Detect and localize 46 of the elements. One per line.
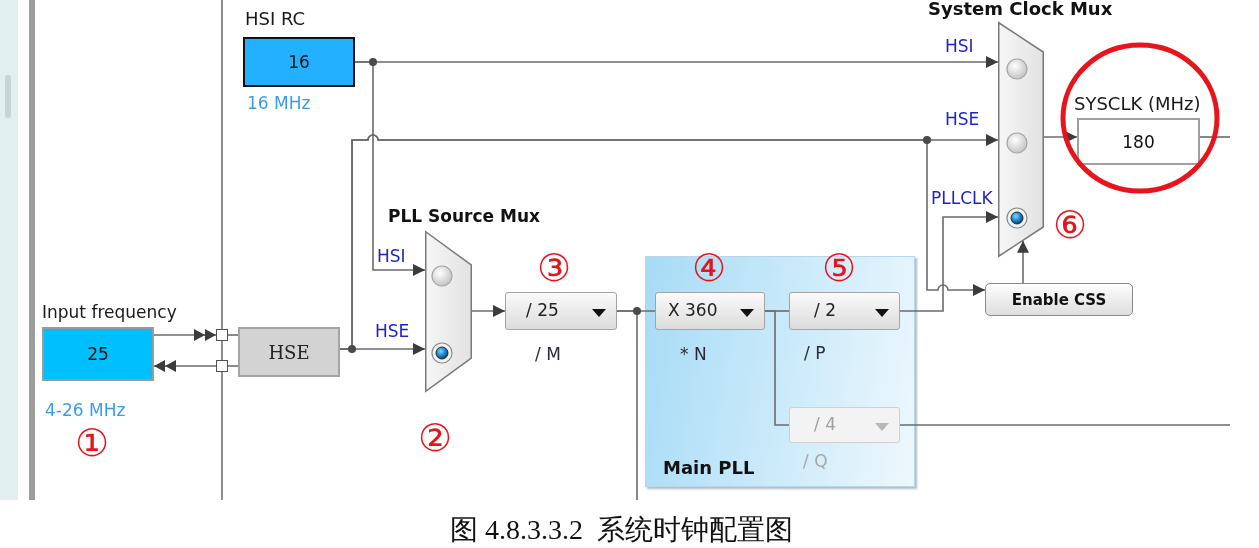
callout-number: ④ <box>692 248 726 288</box>
note-text: 4-26 MHz <box>45 400 126 420</box>
arrow <box>1043 131 1078 143</box>
connector-line <box>899 424 1231 426</box>
note-text: 16 MHz <box>247 93 311 113</box>
value-field: 180 <box>1077 118 1200 165</box>
input-field: 25 <box>42 327 154 381</box>
mux-title: PLL Source Mux <box>388 206 540 226</box>
button: Enable CSS <box>985 283 1133 316</box>
arrow <box>899 211 999 312</box>
callout-number: ⑤ <box>822 248 856 288</box>
arrow <box>354 61 426 276</box>
arrow <box>1017 239 1029 284</box>
connector-line <box>1199 136 1231 138</box>
port-square <box>216 329 228 341</box>
panel-title: Main PLL <box>663 458 755 478</box>
mux-title: System Clock Mux <box>928 0 1113 19</box>
caption: 图 4.8.3.3.2 系统时钟配置图 <box>450 514 793 546</box>
field-label: HSI RC <box>245 9 306 29</box>
callout-number: ③ <box>537 248 571 288</box>
note-text: / Q <box>803 451 828 471</box>
dropdown: X 360 <box>655 292 765 330</box>
connector-line <box>616 310 638 501</box>
arrow <box>471 305 506 317</box>
dropdown: / 2 <box>789 292 900 330</box>
callout-number: ① <box>75 423 109 463</box>
connector-line <box>764 310 790 426</box>
edge-label: HSE <box>945 109 980 129</box>
connector-line <box>227 365 239 367</box>
edge-label: HSI <box>377 246 406 266</box>
dropdown: / 25 <box>505 292 617 330</box>
field-label: Input frequency <box>42 302 177 322</box>
port-square <box>216 360 228 372</box>
note-text: / M <box>535 344 561 364</box>
clock-source-box: HSE <box>238 327 340 377</box>
edge-label: HSI <box>945 36 974 56</box>
dropdown: / 4 <box>789 407 900 443</box>
edge-label: HSE <box>375 321 410 341</box>
note-text: * N <box>680 344 707 364</box>
note-text: / P <box>804 343 826 363</box>
callout-number: ⑥ <box>1053 205 1087 245</box>
field-label: SYSCLK (MHz) <box>1074 94 1201 114</box>
connector-line <box>227 334 239 336</box>
edge-label: PLLCLK <box>931 188 993 208</box>
callout-number: ② <box>418 418 452 458</box>
input-field: 16 <box>243 37 355 87</box>
